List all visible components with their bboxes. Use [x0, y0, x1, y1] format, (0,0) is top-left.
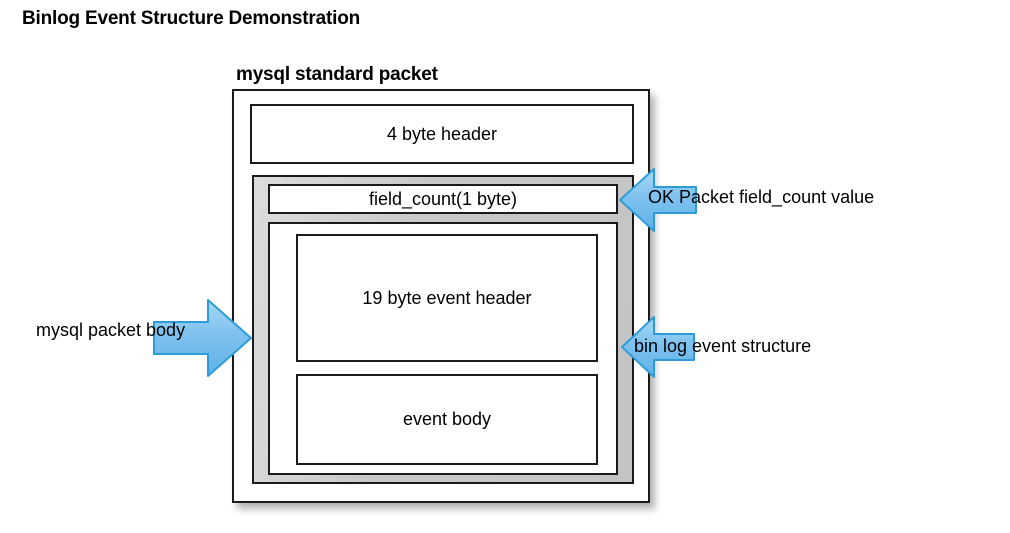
four-byte-header-box: 4 byte header	[250, 104, 634, 164]
field-count-box: field_count(1 byte)	[268, 184, 618, 214]
mysql-standard-packet-title: mysql standard packet	[236, 64, 438, 85]
ok-packet-field-count-arrow-icon	[618, 166, 698, 234]
ok-packet-field-count-callout-label: OK Packet field_count value	[648, 187, 875, 207]
event-body-box: event body	[296, 374, 598, 465]
page-title: Binlog Event Structure Demonstration	[22, 8, 361, 29]
event-body-label: event body	[402, 409, 492, 429]
mysql-packet-body-arrow-icon	[152, 296, 254, 380]
bin-log-event-structure-callout-label: bin log event structure	[634, 336, 812, 356]
mysql-packet-body-callout-label: mysql packet body	[36, 320, 186, 340]
field-count-label: field_count(1 byte)	[368, 188, 518, 209]
four-byte-header-label: 4 byte header	[386, 123, 498, 144]
bin-log-event-structure-arrow-icon	[620, 314, 696, 380]
event-header-box: 19 byte event header	[296, 234, 598, 362]
event-header-label: 19 byte event header	[362, 287, 532, 308]
